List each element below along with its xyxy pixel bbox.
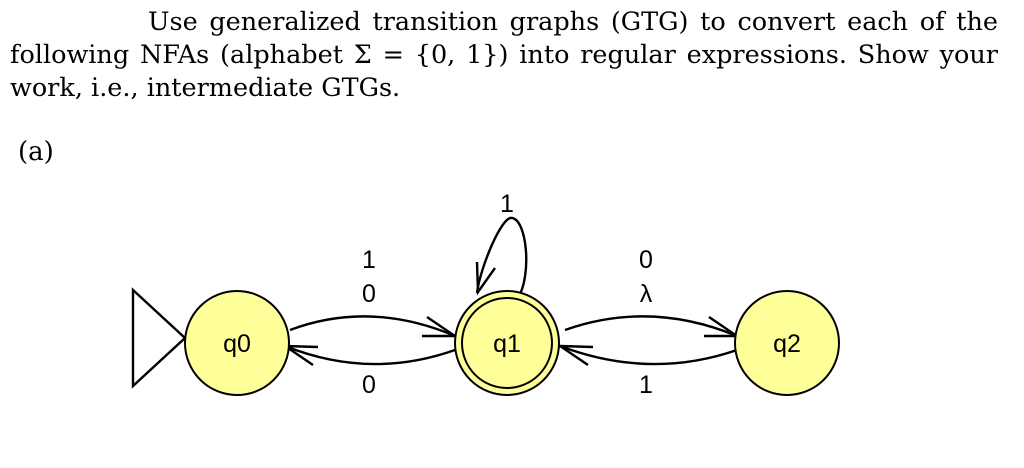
state-q2: q2	[734, 290, 840, 396]
state-q0-circle	[184, 290, 290, 396]
edge-q1-self-loop-arrowhead	[475, 261, 496, 296]
edge-q1-q2	[564, 315, 738, 338]
part-label: (a)	[18, 137, 54, 167]
state-q1: q1	[454, 290, 560, 396]
edge-q1-self-loop-label: 1	[500, 190, 514, 218]
edge-q1-q0-label: 0	[362, 371, 376, 399]
state-q1-label: q1	[493, 330, 521, 358]
edge-q1-q2-label-top: 0	[639, 246, 653, 274]
problem-statement: Use generalized transition graphs (GTG) …	[10, 7, 998, 103]
edge-q2-q1-label: 1	[639, 371, 653, 399]
edge-q0-q1	[289, 315, 456, 338]
edge-q1-self-loop	[475, 216, 528, 299]
edge-q0-q1-label-top: 1	[362, 246, 376, 274]
edge-q0-q1-label-bottom: 0	[362, 280, 376, 308]
edge-q1-q0	[284, 344, 456, 366]
state-q2-circle	[734, 290, 840, 396]
edge-q1-q2-label-bottom: λ	[640, 280, 653, 308]
state-q0-label: q0	[223, 330, 251, 358]
edge-q2-q1-arrowhead	[555, 344, 594, 366]
initial-state-marker	[131, 287, 187, 389]
edge-q2-q1	[559, 344, 738, 366]
state-q2-label: q2	[773, 330, 801, 358]
state-q0: q0	[184, 290, 290, 396]
state-q1-inner-circle	[461, 297, 553, 389]
